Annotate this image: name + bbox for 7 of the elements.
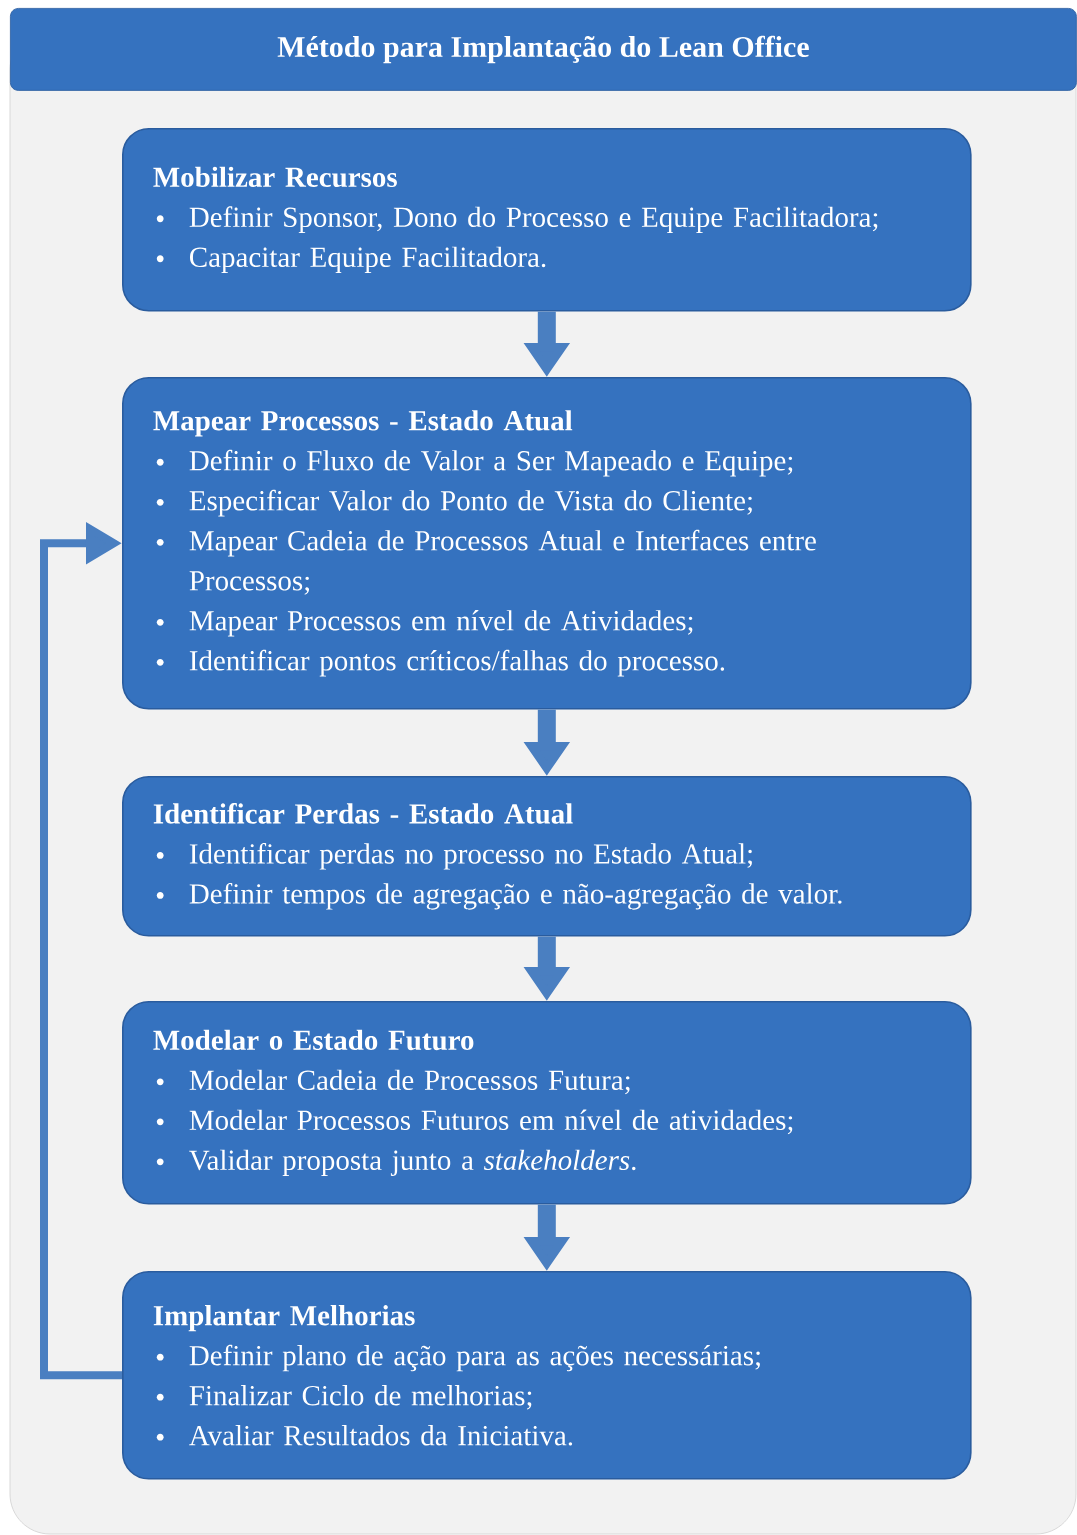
title-bar: Método para Implantação do Lean Office <box>10 8 1077 91</box>
process-box: Mobilizar Recursos Definir Sponsor, Dono do Processo e Equipe Facilitadora; Capacitar Equipe Facilitadora. <box>122 128 972 312</box>
process-box: Mapear Processos - Estado Atual Definir o Fluxo de Valor a Ser Mapeado e Equipe; Especificar Valor do Ponto de Vista do Cliente; Mapear Cadeia de Processos Atual e Interfaces entre Processos; Mapear Processos em nível de Atividades; Identificar pontos críticos/falhas do processo. <box>122 377 972 710</box>
feedback-arrow <box>40 522 122 1380</box>
process-box: Modelar o Estado Futuro Modelar Cadeia de Processos Futura; Modelar Processos Futuros em nível de atividades; Validar proposta junto a stakeholders. <box>122 1001 972 1205</box>
process-box: Implantar Melhorias Definir plano de ação para as ações necessárias; Finalizar Ciclo de melhorias; Avaliar Resultados da Iniciativa. <box>122 1271 972 1480</box>
process-box: Identificar Perdas - Estado Atual Identificar perdas no processo no Estado Atual; Definir tempos de agregação e não-agregação de valor. <box>122 776 972 937</box>
